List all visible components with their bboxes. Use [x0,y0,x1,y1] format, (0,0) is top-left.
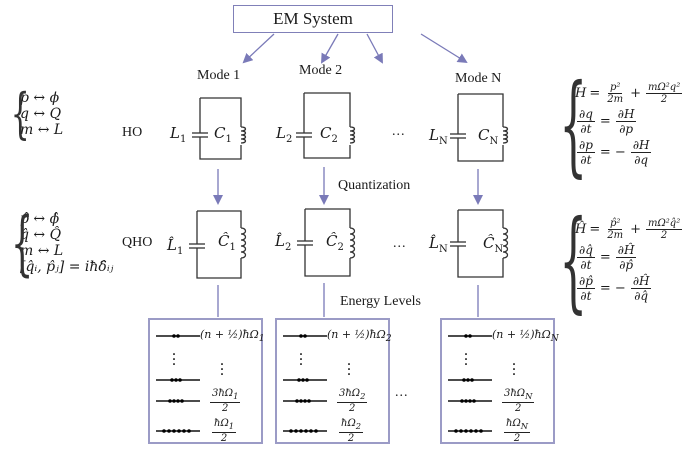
circuit-mode-n [450,93,509,162]
q-inductor-label-n: L̂N [429,234,448,255]
vertical-ellipsis-icon: ··· [220,357,225,381]
mapping-q-Q: q ↔ Q [20,106,62,122]
capacitor-label-n: CN [478,126,499,147]
qho-label: QHO [122,235,153,250]
vertical-ellipsis-icon: ··· [299,347,304,371]
vertical-ellipsis-icon: ··· [464,347,469,371]
left-brace-icon: { [10,82,30,145]
level-line-icon [448,378,492,382]
level-line-icon [283,334,327,338]
level-line-icon [448,334,492,338]
mode-n-label: Mode N [455,71,502,86]
level-line-icon [156,399,200,403]
level-line-icon [156,378,200,382]
mapping-m-L: m ↔ L [20,122,64,138]
vertical-ellipsis-icon: ··· [172,347,177,371]
left-brace-icon: { [559,196,588,324]
vertical-ellipsis-icon: ··· [512,357,517,381]
level-line-icon [448,429,492,433]
hamilton-eq-p: ∂p∂t = − ∂H∂q [577,137,652,167]
em-system-title: EM System [273,9,353,28]
level-line-icon [448,399,492,403]
level-n: (n + ½)ħΩ1 [156,328,265,344]
q-hamilton-eq-q: ∂q̂∂t = ∂Ĥ∂p̂ [577,242,637,272]
mapping-p-phi: p ↔ ϕ [20,90,60,106]
qho-circuit-mode-2 [297,208,356,277]
inductor-label-2: L2 [276,124,293,145]
level-2 [156,375,200,385]
energy-levels-label: Energy Levels [340,294,421,309]
level-2 [448,375,492,385]
hamilton-eq-q: ∂q∂t = ∂H∂p [577,106,637,136]
q-capacitor-label-1: Ĉ1 [218,232,236,253]
level-line-icon [283,399,327,403]
q-inductor-label-2: L̂2 [275,232,292,253]
capacitor-label-2: C2 [320,124,338,145]
quantum-mapping: { p̂ ↔ ϕ̂ q̂ ↔ Q̂ m ↔ L [q̂ᵢ, p̂ⱼ] = iħδ… [8,205,113,280]
classical-mapping: { p ↔ ϕ q ↔ Q m ↔ L [8,82,64,145]
inductor-label-n: LN [429,126,448,147]
q-hamilton-eq-p: ∂p̂∂t = − ∂Ĥ∂q̂ [577,273,652,303]
mapping-q-Q-hat: q̂ ↔ Q̂ [20,226,62,243]
capacitor-label-1: C1 [214,124,232,145]
arrow-to-mode-n [420,33,468,64]
level-2 [283,375,327,385]
level-line-icon [283,429,327,433]
energy-ellipsis: ... [395,385,409,400]
level-line-icon [156,334,200,338]
qho-ellipsis: ... [393,236,407,251]
circuit-mode-1 [192,97,247,160]
mode-1-label: Mode 1 [197,68,241,83]
q-inductor-label-1: L̂1 [167,236,184,257]
left-brace-icon: { [559,60,588,188]
inductor-label-1: L1 [170,124,187,145]
level-n: (n + ½)ħΩ2 [283,328,392,344]
level-line-icon [156,429,200,433]
q-capacitor-label-2: Ĉ2 [326,232,344,253]
arrow-to-mode-2 [321,33,339,64]
mapping-m-L-hat: m ↔ L [20,242,64,259]
qho-circuit-mode-n [450,209,509,278]
mapping-p-phi-hat: p̂ ↔ ϕ̂ [20,210,60,227]
arrow-to-mode-ellipsis [366,33,383,64]
arrow-to-mode-1 [242,33,275,64]
mode-2-label: Mode 2 [299,63,343,78]
em-system-box: EM System [233,5,393,33]
q-capacitor-label-n: ĈN [483,234,504,255]
vertical-ellipsis-icon: ··· [347,357,352,381]
ho-ellipsis: ... [392,124,406,139]
left-brace-icon: { [11,201,34,284]
level-line-icon [283,378,327,382]
level-n: (n + ½)ħΩN [448,328,559,344]
commutator: [q̂ᵢ, p̂ⱼ] = iħδ̂ᵢⱼ [20,258,114,275]
qho-circuit-mode-1 [189,210,247,279]
ho-label: HO [122,125,143,140]
quantization-label: Quantization [338,178,411,193]
circuit-mode-2 [296,92,356,159]
